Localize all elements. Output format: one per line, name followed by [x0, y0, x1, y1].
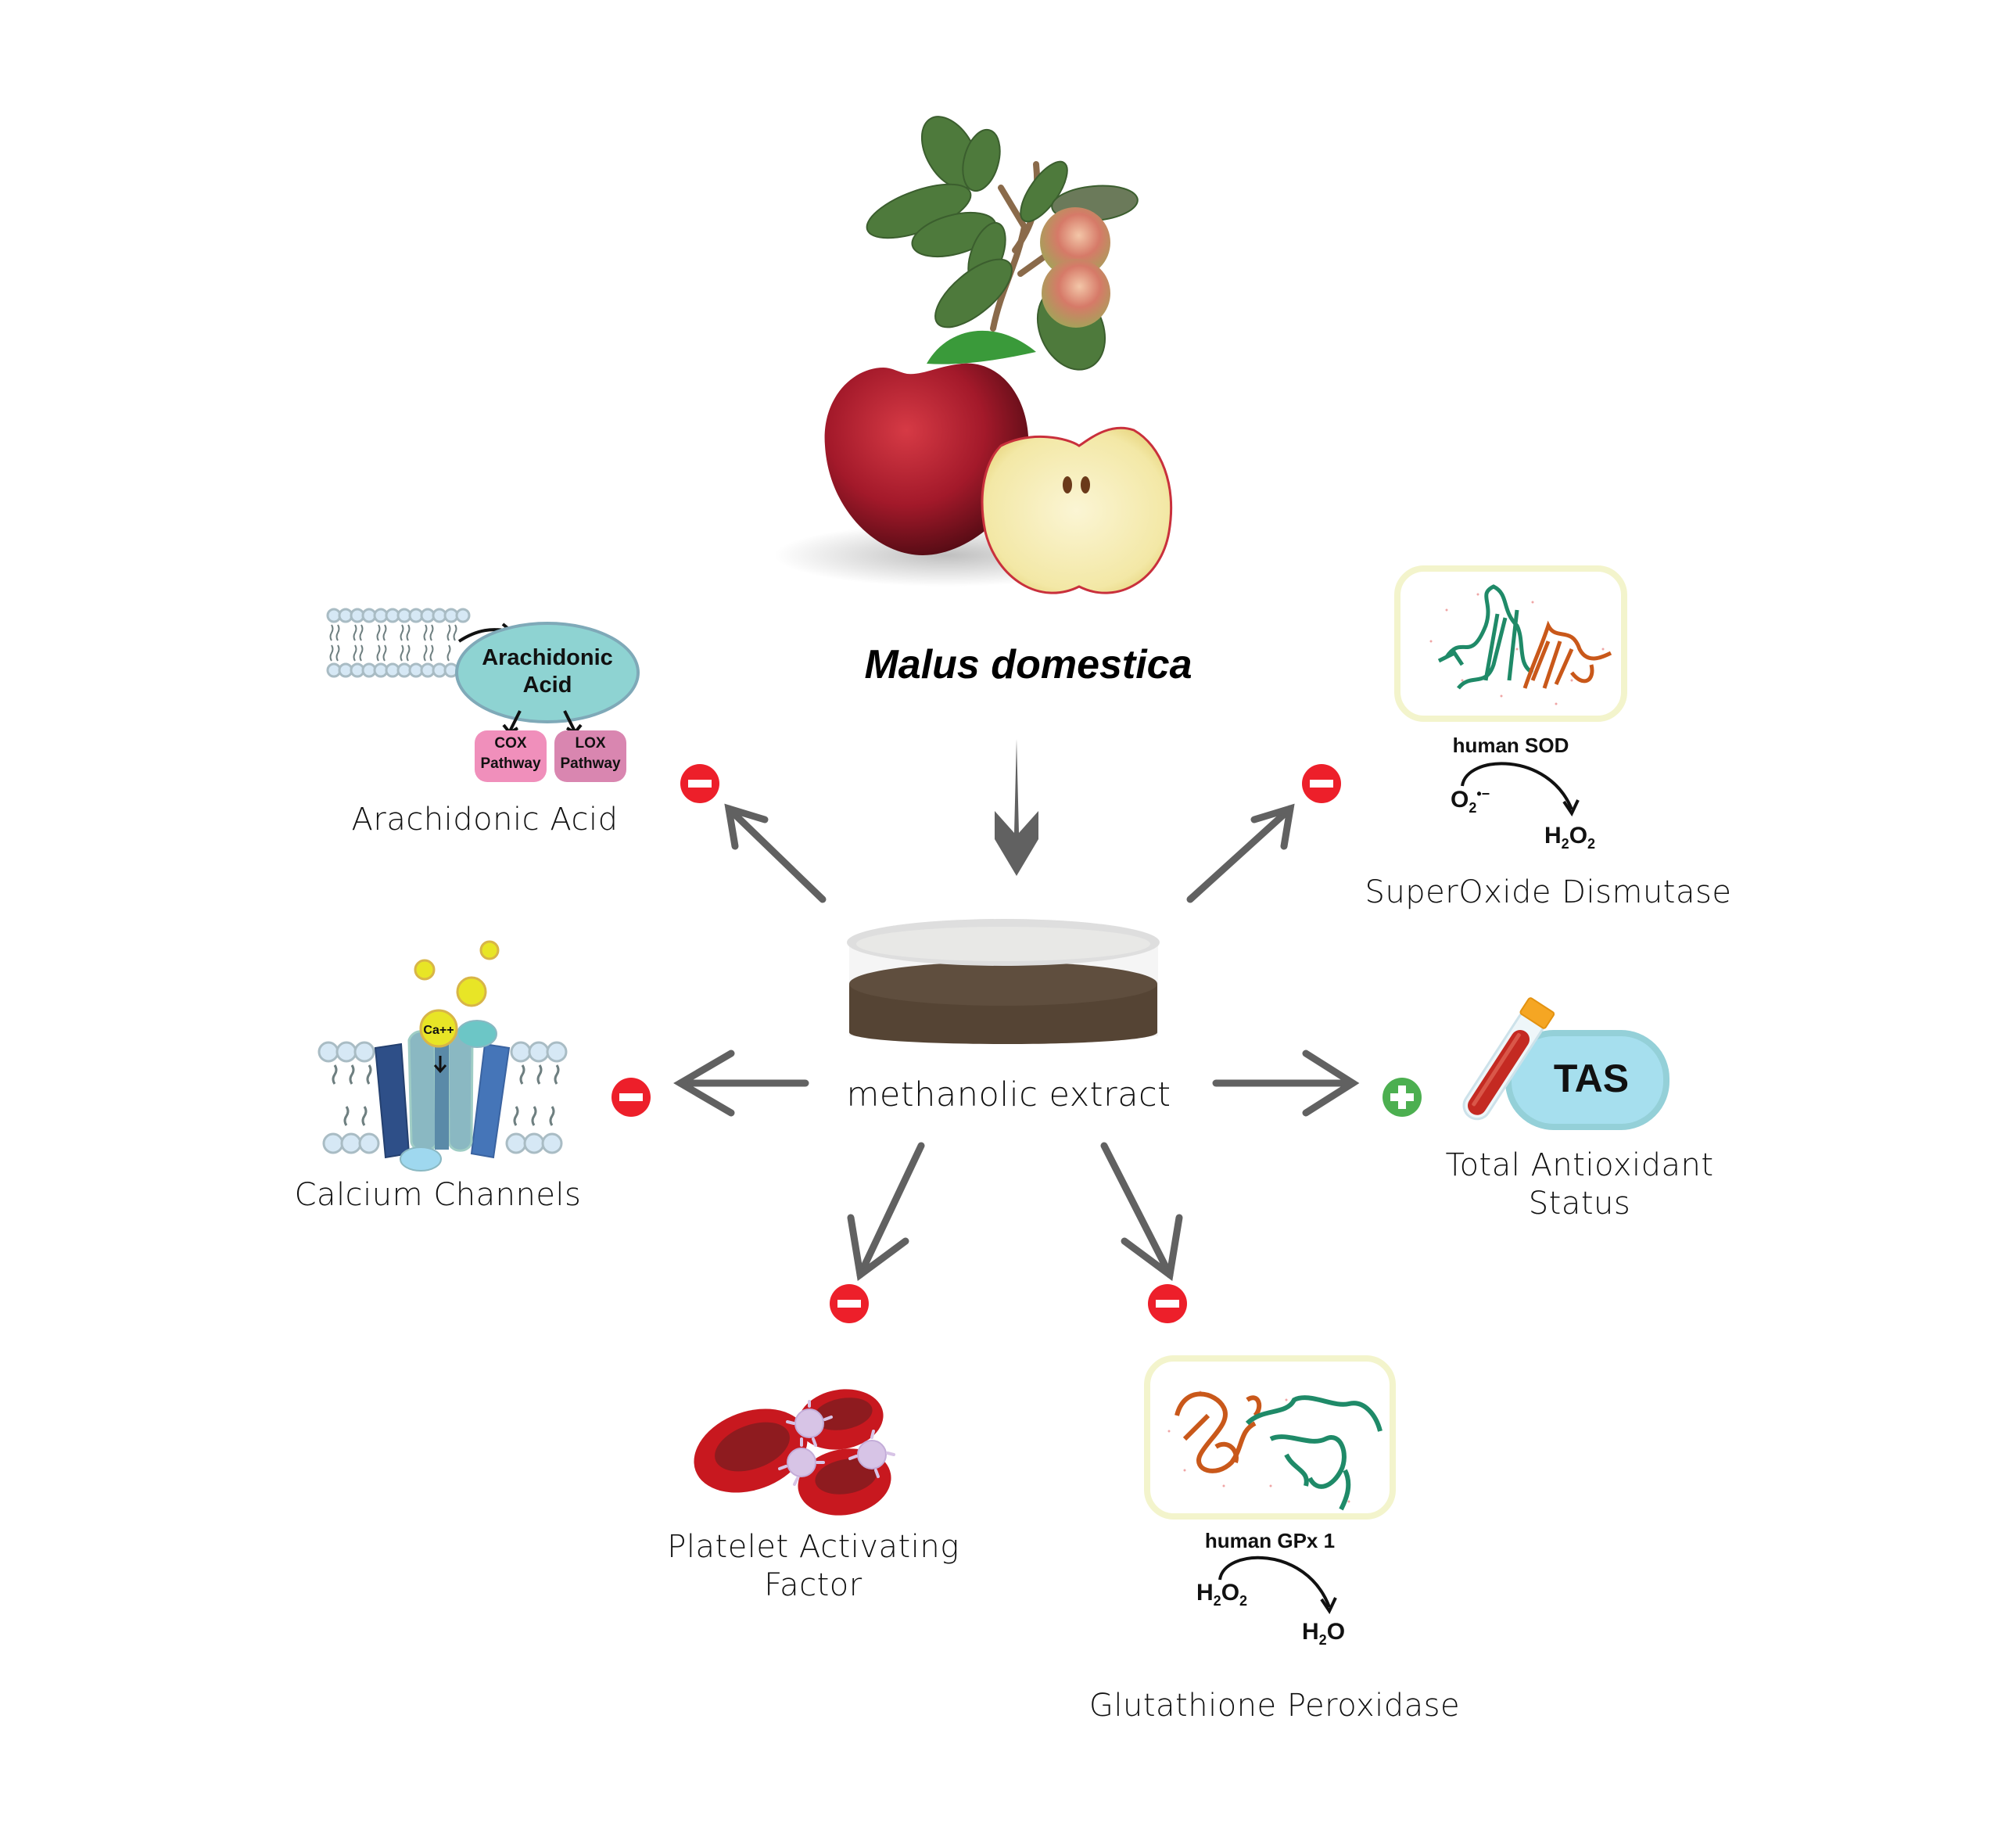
sod-structure-frame [1394, 565, 1627, 722]
arachidonic-ellipse [455, 622, 640, 723]
sod-label: SuperOxide Dismutase [1365, 874, 1732, 910]
sod-product: H2O2 [1544, 823, 1596, 852]
down-arrow-icon [995, 739, 1038, 876]
arrow-to-tas [1212, 1050, 1360, 1117]
gpx-substrate: H2O2 [1196, 1580, 1248, 1609]
apple-illustration [774, 116, 1173, 594]
red-blood-cells-icon [694, 1389, 895, 1516]
inhibit-icon [680, 764, 719, 803]
cox-pathway-label: COX [494, 735, 527, 752]
gpx-reaction-arrow-icon [1218, 1556, 1337, 1615]
tas-label-line1: Total Antioxidant [1445, 1147, 1714, 1183]
arrow-to-arachidonic [724, 803, 827, 903]
apple-seed [1081, 476, 1090, 493]
small-apple [1042, 259, 1110, 328]
calcium-ion [414, 959, 436, 981]
inhibit-icon [830, 1284, 869, 1323]
calcium-channels-label: Calcium Channels [294, 1177, 582, 1213]
arachidonic-ellipse-label: Arachidonic [482, 645, 613, 670]
sod-substrate: O2•− [1451, 786, 1490, 816]
lox-pathway-box [554, 730, 626, 782]
arrow-to-sod [1186, 803, 1295, 903]
apple-leaf [927, 330, 1036, 364]
apple-half [981, 426, 1173, 594]
gpx-product: H2O [1302, 1619, 1346, 1648]
arachidonic-acid-label: Arachidonic Acid [351, 802, 619, 838]
arachidonic-ellipse-label: Acid [522, 673, 572, 698]
inhibit-icon [1302, 764, 1341, 803]
platelet [857, 1440, 887, 1469]
lox-pathway-label: LOX [575, 735, 606, 752]
platelet-label-line1: Platelet Activating [667, 1529, 959, 1565]
platelet [794, 1408, 824, 1438]
platelet-label-line2: Factor [764, 1567, 863, 1603]
gpx-protein-structure-icon [1167, 1390, 1383, 1511]
red-apple [824, 363, 1029, 555]
tas-badge [1505, 1030, 1669, 1130]
blood-tube-icon [1462, 997, 1555, 1121]
cox-pathway-label: Pathway [480, 755, 541, 772]
tas-badge-label: TAS [1553, 1057, 1630, 1100]
inhibit-icon [611, 1078, 651, 1117]
petri-dish-icon [847, 919, 1160, 1044]
calcium-ion-label: Ca++ [423, 1024, 454, 1037]
calcium-ion [479, 940, 500, 960]
cox-pathway-box [475, 730, 547, 782]
gpx-enzyme-label: human GPx 1 [1204, 1529, 1336, 1552]
inhibit-icon [1148, 1284, 1187, 1323]
calcium-channel-icon: Ca++ [317, 940, 568, 1172]
source-title: Malus domestica [864, 642, 1192, 687]
arrow-to-calcium [673, 1050, 809, 1117]
sod-protein-structure-icon [1429, 584, 1612, 705]
extract-label: methanolic extract [846, 1075, 1171, 1114]
apple-seed [1063, 476, 1072, 493]
lox-pathway-label: Pathway [560, 755, 621, 772]
red-blood-cell [694, 1408, 808, 1493]
sod-enzyme-label: human SOD [1452, 734, 1569, 757]
lipid-bilayer-icon [326, 608, 471, 678]
small-apple [1040, 207, 1110, 278]
arrow-to-gpx [1100, 1142, 1183, 1282]
arrow-to-platelet [847, 1142, 925, 1282]
leaves [866, 116, 1139, 371]
red-blood-cell [798, 1389, 884, 1450]
calcium-ion [456, 976, 487, 1007]
tas-label-line2: Status [1528, 1186, 1631, 1222]
sod-reaction-arrow-icon [1461, 762, 1580, 817]
activate-icon [1383, 1078, 1422, 1117]
gpx-label: Glutathione Peroxidase [1088, 1688, 1461, 1724]
platelet [787, 1448, 816, 1477]
